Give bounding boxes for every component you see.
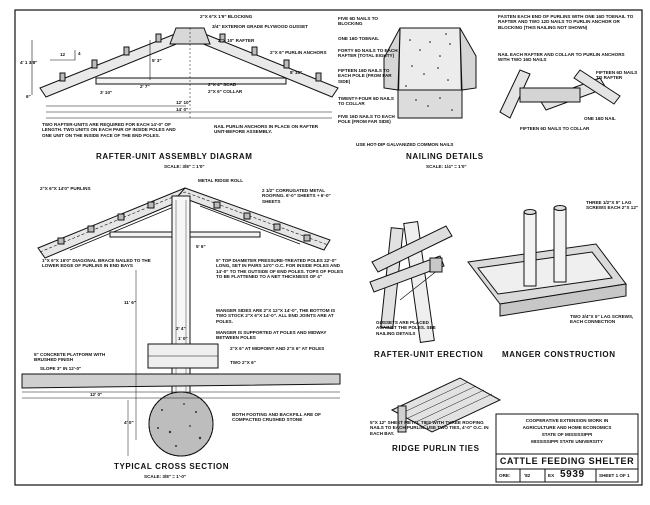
dim-3-10-label: 3' 10" bbox=[100, 90, 113, 95]
dim-4-0-label: 4' 0" bbox=[124, 420, 134, 425]
gussets-note: GUSSETS ARE PLACED AGAINST THE POLES. SE… bbox=[376, 320, 436, 336]
nailing-title: NAILING DETAILS bbox=[406, 152, 484, 161]
cross-section-drawing bbox=[21, 187, 341, 457]
rafter-erection-drawing bbox=[369, 221, 453, 343]
lag-top-note: THREE 1/2"x 5" LAG SCREWS EACH 2"x 12" bbox=[586, 200, 639, 211]
brace-label: 1"x 6"x 16'0" DIAGONAL BRACE NAILED TO T… bbox=[42, 258, 151, 269]
manger-title: MANGER CONSTRUCTION bbox=[502, 350, 616, 359]
nail-note-one-16d: ONE 16d NAIL bbox=[584, 116, 616, 121]
title-block-title: CATTLE FEEDING SHELTER bbox=[499, 456, 635, 466]
rafter-unit-title: RAFTER-UNIT ASSEMBLY DIAGRAM bbox=[96, 152, 253, 161]
footing-label: BOTH FOOTING AND BACKFILL ARE OF COMPACT… bbox=[232, 412, 321, 423]
dim-2-4-label: 2' 4" bbox=[176, 326, 186, 331]
galvanized-note: USE HOT-DIP GALVANIZED COMMON NAILS bbox=[356, 142, 454, 147]
nail-note-6: FIVE 16d NAILS TO EACH POLE (FROM FAR SI… bbox=[338, 114, 395, 125]
ridge-purlin-ties-drawing bbox=[390, 377, 502, 433]
nail-note-1: FIVE 6d NAILS TO BLOCKING bbox=[338, 16, 378, 27]
nailing-scale: SCALE: 1/4" = 1'0" bbox=[426, 164, 467, 169]
gusset-label: 3/4" EXTERIOR GRADE PLYWOOD GUSSET bbox=[212, 24, 308, 29]
title-block-number: 5939 bbox=[560, 469, 585, 480]
slope-label: SLOPE 3" IN 12'-0" bbox=[40, 366, 82, 371]
two-2x6-label: TWO 2"x 6" bbox=[230, 360, 256, 365]
blocking-label: 2"x 6"x 1'9" BLOCKING bbox=[200, 14, 253, 19]
dim-12-10-label: 12' 10" bbox=[176, 100, 191, 105]
rafter-unit-diagram bbox=[31, 27, 339, 120]
sheet-border bbox=[14, 9, 643, 486]
manger-support-label: MANGER IS SUPPORTED AT POLES AND MIDWAY … bbox=[216, 330, 327, 341]
nail-note-fifteen-rafter: FIFTEEN 6d NAILS TO RAFTER bbox=[596, 70, 638, 81]
purlin-anchors-label: 2"x 6" PURLIN ANCHORS bbox=[270, 50, 327, 55]
rafter-unit-scale: SCALE: 3/8" = 1'0" bbox=[164, 164, 205, 169]
nail-note-3: FORTY 6d NAILS TO EACH RAFTER (TOTAL EIG… bbox=[338, 48, 398, 59]
slope-4-label: 4 bbox=[78, 51, 81, 56]
dim-8-10-label: 8' 10" bbox=[290, 70, 303, 75]
title-block-ore-label: ORE: bbox=[499, 473, 511, 478]
dim-12-0-label: 12' 0" bbox=[90, 392, 103, 397]
dim-11-6-label: 11' 6" bbox=[124, 300, 136, 305]
title-block-sheet: SHEET 1 OF 1 bbox=[599, 473, 630, 478]
ridge-ties-note: 5"x 12" SHEET METAL TIES WITH THREE ROOF… bbox=[370, 420, 489, 436]
dim-2-7-label: 2' 7" bbox=[140, 84, 150, 89]
dim-6-label: 6" bbox=[26, 94, 31, 99]
purlins-label: 2"x 6"x 14'0" PURLINS bbox=[40, 186, 91, 191]
rise-2-label: 5' 3" bbox=[152, 58, 162, 63]
nailing-details bbox=[383, 27, 621, 119]
erection-title: RAFTER-UNIT ERECTION bbox=[374, 350, 484, 359]
ridge-roll-label: METAL RIDGE ROLL bbox=[198, 178, 243, 183]
title-block-ex-label: EX bbox=[548, 473, 555, 478]
nail-note-right-mid: NAIL EACH RAFTER AND COLLAR TO PURLIN AN… bbox=[498, 52, 625, 63]
nail-note-2: ONE 16d TOENAIL bbox=[338, 36, 380, 41]
title-block-l4: MISSISSIPPI STATE UNIVERSITY bbox=[531, 439, 603, 444]
platform-label: 5" CONCRETE PLATFORM WITH BRUSHED FINISH bbox=[34, 352, 106, 363]
nail-note-fifteen-collar: FIFTEEN 6d NAILS TO COLLAR bbox=[520, 126, 590, 131]
nail-note-right-top: FASTEN EACH END OF PURLINS WITH ONE 16d … bbox=[498, 14, 634, 30]
rafter-note-left: TWO RAFTER-UNITS ARE REQUIRED FOR EACH 1… bbox=[42, 122, 176, 138]
cross-section-title: TYPICAL CROSS SECTION bbox=[114, 462, 230, 471]
title-block-frame bbox=[495, 413, 639, 483]
nail-note-4: FIFTEEN 16d NAILS TO EACH POLE (FROM FAR… bbox=[338, 68, 392, 84]
collar-label: 2"x 6" COLLAR bbox=[208, 89, 243, 94]
dim-14-0-label: 14' 0" bbox=[176, 107, 189, 112]
lag-bottom-note: TWO 3/4"x 5" LAG SCREWS, EACH CONNECTION bbox=[570, 314, 634, 325]
rafter-label: 2"x 10" RAFTER bbox=[218, 38, 255, 43]
rise-1-label: 4' 1 3/8" bbox=[20, 60, 38, 65]
midpoint-label: 2"x 6" AT MIDPOINT AND 2"x 6" AT POLES bbox=[230, 346, 325, 351]
nail-note-5: TWENTY-FOUR 6d NAILS TO COLLAR bbox=[338, 96, 394, 107]
title-block-l2: AGRICULTURE AND HOME ECONOMICS bbox=[522, 425, 612, 430]
cross-section-scale: SCALE: 3/8" = 1'-0" bbox=[144, 474, 187, 479]
title-block-ore-value: '82 bbox=[524, 473, 531, 478]
rafter-note-right: NAIL PURLIN ANCHORS IN PLACE ON RAFTER U… bbox=[214, 124, 319, 135]
ridge-title: RIDGE PURLIN TIES bbox=[392, 444, 480, 453]
manger-construction-drawing bbox=[467, 205, 627, 317]
roofing-label: 2 1/2" CORRUGATED METAL ROOFING. 6'-0" S… bbox=[262, 188, 331, 204]
title-block-l1: COOPERATIVE EXTENSION WORK IN bbox=[525, 418, 609, 423]
dim-1-0-label: 1' 0" bbox=[178, 336, 188, 341]
dim-5-6-label: 5' 6" bbox=[196, 244, 206, 249]
title-block-l3: STATE OF MISSISSIPPI bbox=[541, 432, 593, 437]
slope-12-label: 12 bbox=[60, 52, 66, 57]
poles-label: 5" TOP DIAMETER PRESSURE-TREATED POLES 2… bbox=[216, 258, 344, 280]
manger-sides-label: MANGER SIDES ARE 2"x 12"x 14'-0", THE BO… bbox=[216, 308, 336, 324]
scab-label: 2"x 4" SCAB bbox=[208, 82, 237, 87]
